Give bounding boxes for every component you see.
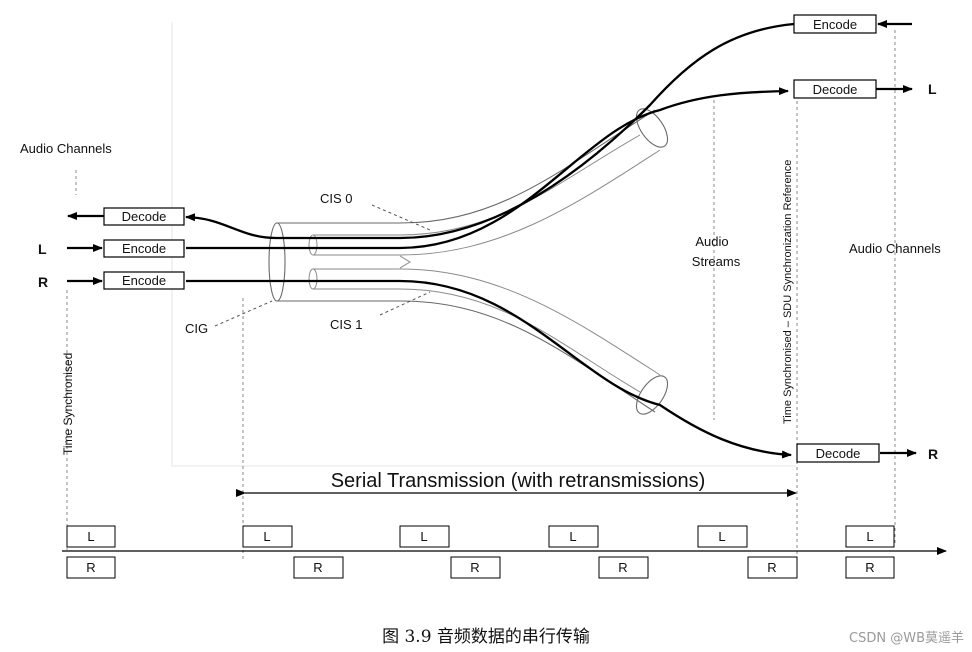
cis1-label: CIS 1 xyxy=(330,317,363,332)
box-left-encode-l: Encode xyxy=(103,239,185,258)
svg-text:Encode: Encode xyxy=(813,17,857,32)
slot-top-label: L xyxy=(866,529,873,544)
audio-streams-label-line1: Audio xyxy=(695,234,728,249)
slot-top-label: L xyxy=(263,529,270,544)
svg-text:Decode: Decode xyxy=(816,446,861,461)
box-left-decode: Decode xyxy=(103,207,185,226)
svg-text:Encode: Encode xyxy=(122,273,166,288)
signal-lines xyxy=(67,20,917,459)
slot-bottom-label: R xyxy=(313,560,322,575)
serial-transmission-label: Serial Transmission (with retransmission… xyxy=(331,470,706,492)
left-decode-path xyxy=(185,213,277,240)
box-right-decode-l: Decode xyxy=(793,79,877,99)
leader-lines xyxy=(214,204,431,327)
background-panel xyxy=(171,22,796,467)
slot-bottom-label: R xyxy=(86,560,95,575)
slot-bottom-label: R xyxy=(767,560,776,575)
channel-label-r-right: R xyxy=(928,446,938,462)
slot-top-label: L xyxy=(420,529,427,544)
slot-top-label: L xyxy=(569,529,576,544)
cig-label: CIG xyxy=(185,321,208,336)
slot-top-label: L xyxy=(87,529,94,544)
audio-channels-left-label: Audio Channels xyxy=(20,141,112,156)
channel-label-r-left: R xyxy=(38,274,48,290)
timeline-slots-bottom: R R R R R R xyxy=(66,556,895,579)
box-right-decode-r: Decode xyxy=(796,443,880,463)
svg-text:Decode: Decode xyxy=(813,82,858,97)
sdu-reference-label: Time Synchronised – SDU Synchronization … xyxy=(782,160,794,424)
audio-streams-label-line2: Streams xyxy=(692,254,741,269)
svg-text:Decode: Decode xyxy=(122,209,167,224)
timeline-slots-top: L L L L L L xyxy=(66,525,895,548)
audio-channels-right-label: Audio Channels xyxy=(849,241,941,256)
channel-label-l-left: L xyxy=(38,241,47,257)
encode-top-signal xyxy=(276,22,795,240)
watermark: CSDN @WB莫遥羊 xyxy=(849,631,964,646)
svg-text:Encode: Encode xyxy=(122,241,166,256)
slot-bottom-label: R xyxy=(470,560,479,575)
figure-caption: 图 3.9 音频数据的串行传输 xyxy=(382,627,590,647)
cis0-signal xyxy=(186,87,789,250)
channel-label-l-right: L xyxy=(928,81,937,97)
time-synchronised-label: Time Synchronised xyxy=(61,353,75,455)
cis0-label: CIS 0 xyxy=(320,191,353,206)
slot-top-label: L xyxy=(718,529,725,544)
guide-lines xyxy=(66,30,896,560)
box-left-encode-r: Encode xyxy=(103,271,185,290)
cis1-signal xyxy=(186,279,792,459)
slot-bottom-label: R xyxy=(865,560,874,575)
slot-bottom-label: R xyxy=(618,560,627,575)
box-right-encode: Encode xyxy=(793,14,877,34)
